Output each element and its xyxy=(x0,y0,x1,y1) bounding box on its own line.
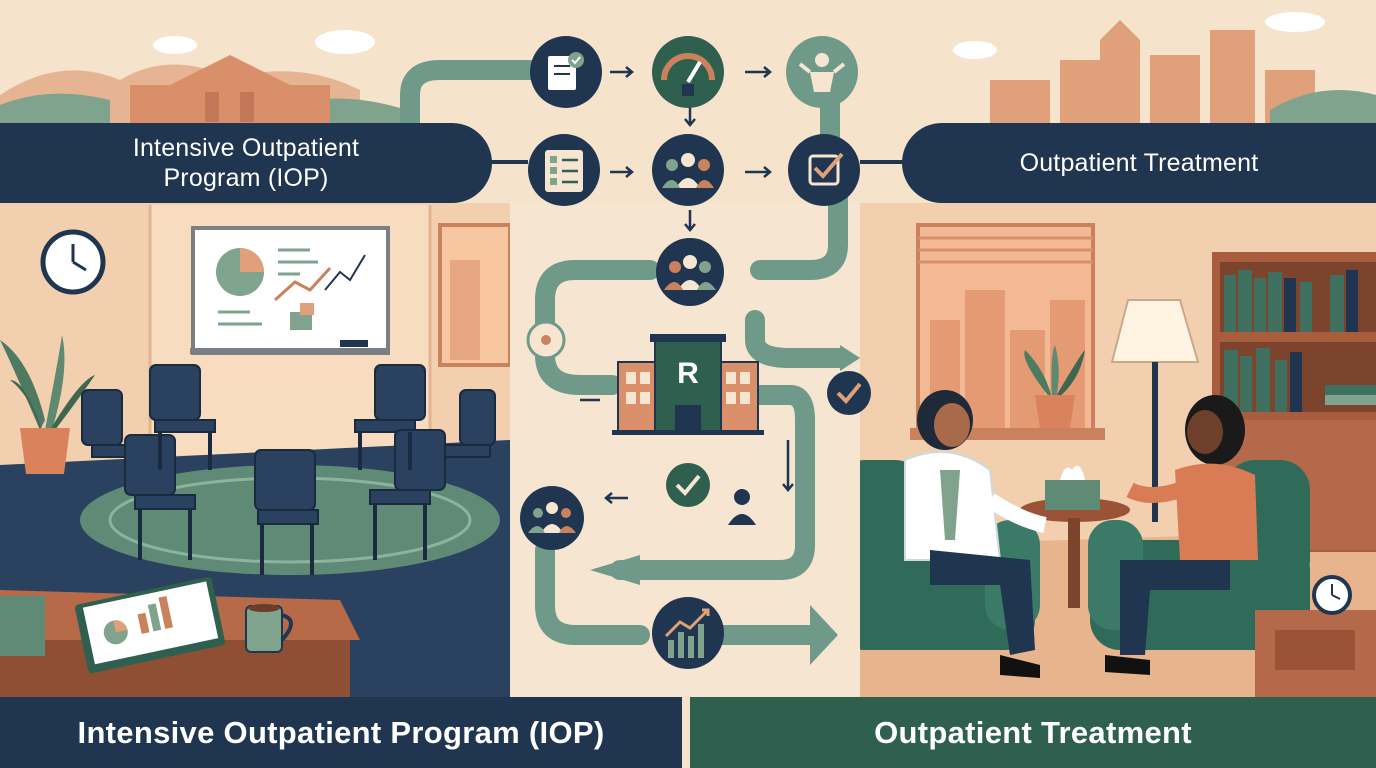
therapist-figure xyxy=(904,390,1047,678)
checklist-icon xyxy=(528,134,600,206)
iop-footer-text: Intensive Outpatient Program (IOP) xyxy=(77,714,605,750)
potted-plant-left xyxy=(0,335,95,474)
checkmark-icon-lower xyxy=(666,463,710,507)
desk-with-binder xyxy=(0,576,360,697)
flow-paths xyxy=(400,60,850,645)
right-green-hills xyxy=(1270,90,1376,130)
person-support-icon xyxy=(786,36,858,108)
circle-of-chairs xyxy=(81,364,496,525)
iop-heading-text: Intensive Outpatient Program (IOP) xyxy=(132,134,360,192)
outpatient-footer-text: Outpatient Treatment xyxy=(874,714,1192,750)
flow-arrowheads xyxy=(590,345,860,665)
checkbox-icon xyxy=(788,134,860,206)
left-green-hills xyxy=(0,93,110,130)
svg-text:R: R xyxy=(677,357,699,390)
floor-lamp xyxy=(1110,299,1200,522)
clouds xyxy=(153,12,1325,59)
cycle-icon xyxy=(526,320,566,360)
iop-footer-label: Intensive Outpatient Program (IOP) xyxy=(0,697,682,768)
trend-chart-icon xyxy=(652,597,724,669)
checkmark-icon xyxy=(827,371,871,415)
document-check-icon xyxy=(530,36,602,108)
person-icon xyxy=(728,489,756,525)
small-flow-arrows xyxy=(580,66,794,504)
outpatient-footer-label: Outpatient Treatment xyxy=(690,697,1376,768)
outpatient-heading-text: Outpatient Treatment xyxy=(1019,148,1259,177)
group-icon-lower xyxy=(520,486,584,550)
left-skyline-building xyxy=(130,55,330,125)
coffee-mug-icon xyxy=(245,604,293,653)
side-table-tissue-box xyxy=(1020,465,1130,608)
clinic-building-icon: R xyxy=(612,334,764,435)
group-icon-central xyxy=(656,238,724,306)
whiteboard-with-charts xyxy=(190,226,390,355)
client-figure xyxy=(1105,395,1258,675)
outpatient-heading-banner: Outpatient Treatment xyxy=(902,123,1376,203)
wall-clock-icon xyxy=(40,229,106,295)
iop-heading-banner: Intensive Outpatient Program (IOP) xyxy=(0,123,492,203)
desk-clock-icon xyxy=(1255,575,1376,697)
armchair-left-edge xyxy=(0,518,90,600)
gauge-icon xyxy=(652,36,724,108)
left-window xyxy=(438,223,512,367)
potted-plant-right xyxy=(1024,345,1085,428)
group-icon xyxy=(652,134,724,206)
